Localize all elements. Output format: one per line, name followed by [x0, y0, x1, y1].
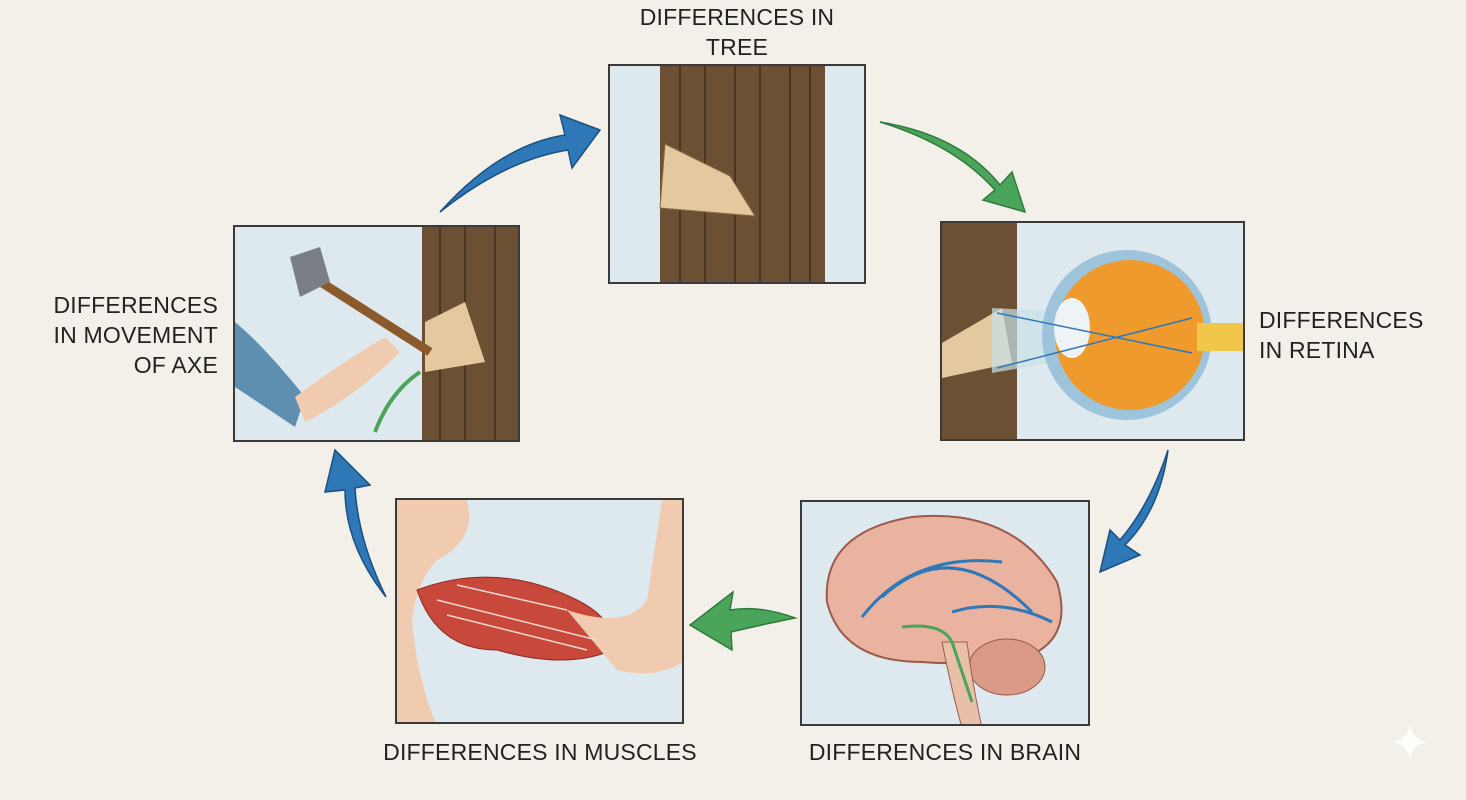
sparkle-icon — [1392, 724, 1428, 760]
tree-panel — [608, 64, 866, 284]
arrow-muscles-to-axe — [324, 448, 387, 598]
axe-label-line3: OF AXE — [133, 352, 218, 378]
brain-label: DIFFERENCES IN BRAIN — [808, 739, 1082, 765]
muscles-panel — [395, 498, 684, 724]
eye-illustration — [942, 223, 1243, 439]
axe-swing-illustration — [235, 227, 518, 440]
arrow-tree-to-retina — [879, 121, 1027, 214]
arrow-retina-to-brain — [1098, 449, 1169, 574]
tree-trunk-illustration — [659, 66, 825, 282]
axe-panel — [233, 225, 520, 442]
axe-label-line1: DIFFERENCES — [53, 292, 218, 318]
axe-label-line2: IN MOVEMENT — [53, 322, 218, 348]
axe-label: DIFFERENCES IN MOVEMENT OF AXE — [20, 290, 218, 380]
arm-muscle-illustration — [397, 500, 682, 722]
muscles-label: DIFFERENCES IN MUSCLES — [383, 739, 697, 765]
retina-panel — [940, 221, 1245, 441]
arrow-brain-to-muscles — [688, 590, 798, 652]
retina-label-line1: DIFFERENCES — [1259, 307, 1424, 333]
retina-label-line2: IN RETINA — [1259, 337, 1375, 363]
arrow-axe-to-tree — [439, 113, 602, 213]
retina-label: DIFFERENCES IN RETINA — [1259, 305, 1424, 365]
brain-illustration — [825, 514, 1063, 724]
brain-panel — [800, 500, 1090, 726]
tree-label: DIFFERENCES IN TREE — [639, 4, 835, 60]
